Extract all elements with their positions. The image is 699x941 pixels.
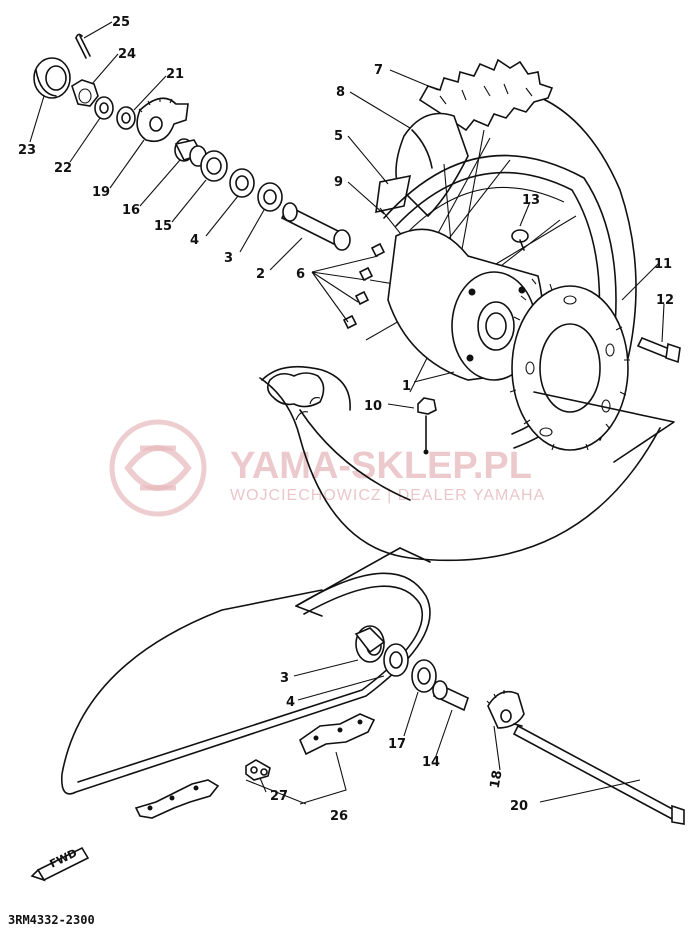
washer-22-icon (94, 96, 114, 120)
callout-25: 25 (112, 15, 130, 30)
callout-8: 8 (336, 85, 345, 100)
callout-26: 26 (330, 809, 348, 824)
bolt-13-icon (511, 229, 529, 251)
spoke-nipples-6-icon (342, 242, 386, 330)
oil-seal-15-icon (200, 150, 228, 182)
washer-21-icon (116, 106, 136, 130)
callout-4: 4 (190, 233, 199, 248)
callout-21: 21 (166, 67, 184, 82)
callout-16: 16 (122, 203, 140, 218)
callout-22: 22 (54, 161, 72, 176)
tire-tread-icon (418, 58, 554, 132)
seal-17-icon (411, 659, 437, 693)
bearing-3-lower-icon (354, 625, 386, 663)
spacer-2-icon (280, 202, 351, 251)
callout-11: 11 (654, 257, 672, 272)
callout-3: 3 (224, 251, 233, 266)
collar-14-icon (432, 680, 469, 712)
callout-15: 15 (154, 219, 172, 234)
chain-loop-icon (60, 572, 431, 795)
dust-cover-icon (33, 57, 71, 99)
watermark-subtitle: WOJCIECHOWICZ | DEALER YAMAHA (230, 487, 545, 504)
callout-13: 13 (522, 193, 540, 208)
watermark-title: YAMA-SKLEP.PL (230, 445, 532, 487)
callout-3-lower: 3 (280, 671, 289, 686)
callout-6: 6 (296, 267, 305, 282)
part-code: 3RM4332-2300 (8, 913, 95, 927)
watermark: YAMA-SKLEP.PL WOJCIECHOWICZ | DEALER YAM… (109, 419, 545, 517)
callout-9: 9 (334, 175, 343, 190)
callout-23: 23 (18, 143, 36, 158)
callout-labels: 25 24 21 23 22 19 16 15 4 3 2 6 7 8 5 9 … (18, 15, 674, 824)
callout-1: 1 (402, 379, 411, 394)
callout-18: 18 (488, 769, 506, 789)
callout-4-lower: 4 (286, 695, 295, 710)
callout-14: 14 (422, 755, 440, 770)
sprocket-leader-line (533, 391, 675, 463)
bolt-12-icon (636, 336, 681, 364)
adjuster-18-icon (486, 690, 525, 729)
nut-10-icon (417, 397, 437, 455)
axle-nut-icon (71, 79, 99, 107)
watermark-logo-icon (109, 419, 207, 517)
sprocket-11-icon (509, 278, 630, 451)
callout-12: 12 (656, 293, 674, 308)
rim-band-5-icon (375, 174, 412, 214)
chain-joint-27-icon (245, 759, 271, 781)
seal-4-lower-icon (383, 643, 409, 677)
chain-26-icon (134, 713, 376, 819)
callout-19: 19 (92, 185, 110, 200)
leader-lines (29, 21, 665, 805)
cotter-pin-icon (75, 33, 91, 59)
callout-5: 5 (334, 129, 343, 144)
meter-gear-19-icon (136, 97, 189, 143)
callout-7: 7 (374, 63, 383, 78)
fwd-arrow-icon: FWD (30, 846, 90, 882)
callout-20: 20 (510, 799, 528, 814)
callout-2: 2 (256, 267, 265, 282)
callout-10: 10 (364, 399, 382, 414)
callout-27: 27 (270, 789, 288, 804)
axle-20-icon (512, 723, 685, 825)
callout-17: 17 (388, 737, 406, 752)
callout-24: 24 (118, 47, 136, 62)
bearing-4-icon (229, 168, 255, 198)
bearing-3-icon (257, 182, 283, 212)
